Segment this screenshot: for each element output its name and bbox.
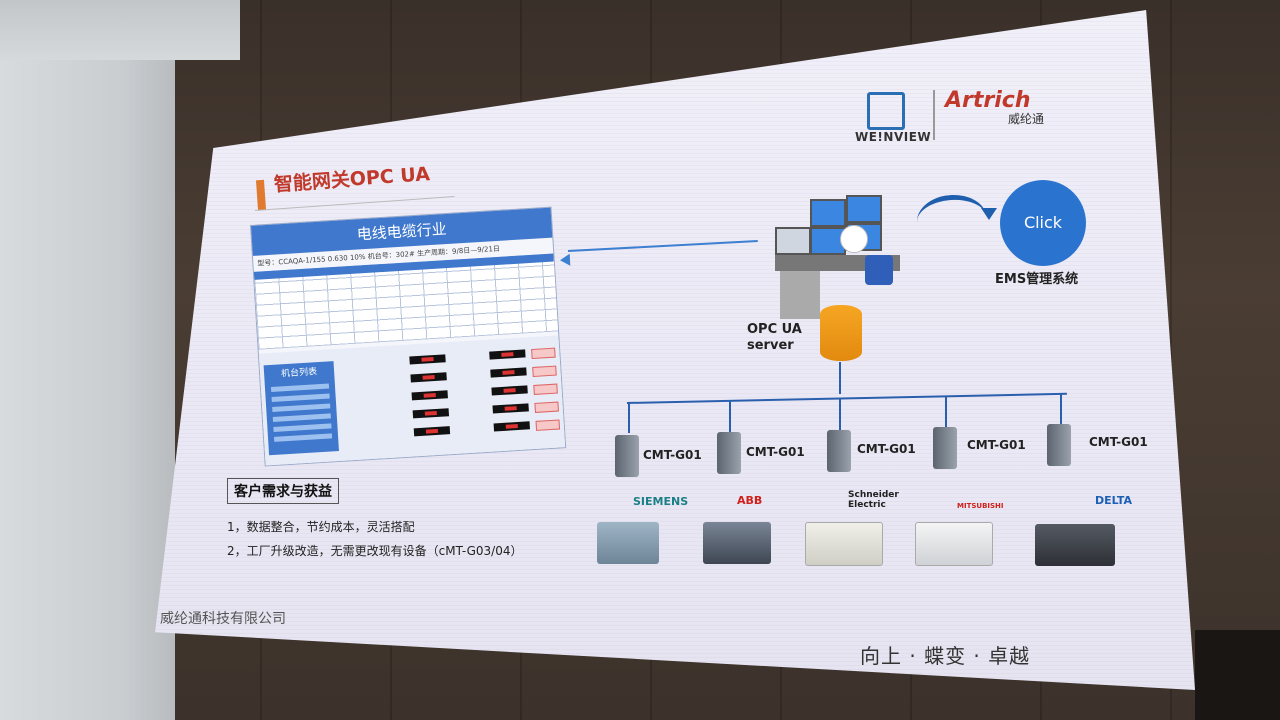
click-circle: Click	[1000, 180, 1086, 266]
network-drop	[628, 403, 630, 433]
gateway-device-icon	[827, 430, 851, 472]
network-trunk	[839, 362, 841, 394]
report-machine-panel: 机台列表	[258, 335, 566, 466]
ems-label: EMS管理系统	[995, 272, 1079, 287]
left-wall	[0, 0, 175, 720]
value-display	[413, 426, 451, 437]
opc-label-line2: server	[747, 338, 794, 353]
confirm-button	[534, 401, 559, 413]
value-display	[411, 390, 448, 401]
company-name: 威纶通科技有限公司	[160, 611, 286, 627]
needs-item: 2，工厂升级改造，无需更改现有设备（cMT-G03/04）	[227, 544, 523, 558]
plc-device-image	[597, 522, 659, 564]
desk-cabinet	[780, 271, 820, 319]
needs-title: 客户需求与获益	[227, 478, 339, 504]
machine-list-row	[272, 413, 331, 422]
operator-station-illustration	[770, 185, 910, 325]
artrich-logo-subtitle: 威纶通	[1008, 112, 1045, 126]
slogan: 向上 · 蝶变 · 卓越	[860, 644, 1031, 668]
gateway-device-icon	[615, 435, 639, 477]
machine-list: 机台列表	[263, 361, 339, 456]
opc-ua-server-label: OPC UA server	[747, 322, 802, 354]
confirm-button	[535, 419, 561, 431]
mitsubishi-logo: MITSUBISHI	[957, 502, 1004, 510]
arrow-head-icon	[559, 253, 571, 267]
gateway-label: CMT-G01	[857, 442, 916, 456]
needs-item: 1，数据整合，节约成本，灵活搭配	[227, 520, 415, 534]
machine-list-row	[272, 403, 331, 412]
weinview-logo: WE!NVIEW	[855, 130, 932, 144]
chair	[865, 255, 893, 285]
opc-label-line1: OPC UA	[747, 322, 802, 337]
abb-logo: ABB	[737, 494, 763, 507]
plc-device-image	[1035, 524, 1115, 566]
monitor-icon	[846, 195, 882, 223]
monitor-icon	[775, 227, 811, 255]
gateway-device-icon	[933, 427, 957, 469]
operator-figure	[840, 225, 868, 253]
gateway-label: CMT-G01	[1089, 435, 1148, 449]
gateway-device-icon	[717, 432, 741, 474]
network-drop	[1060, 394, 1062, 424]
value-display	[492, 403, 529, 414]
siemens-logo: SIEMENS	[633, 495, 689, 508]
machine-list-row	[273, 433, 333, 442]
plc-device-image	[915, 522, 993, 566]
network-drop	[945, 396, 947, 428]
confirm-button	[532, 365, 557, 378]
ceiling	[0, 0, 240, 60]
machine-list-row	[270, 383, 330, 393]
machine-list-title: 机台列表	[280, 367, 318, 380]
network-drop	[729, 400, 731, 432]
confirm-button	[533, 383, 558, 395]
arrow-head-icon	[981, 208, 997, 220]
plc-device-image	[805, 522, 883, 566]
value-display	[490, 367, 527, 378]
database-icon	[820, 305, 862, 361]
value-display	[491, 385, 528, 396]
delta-logo: DELTA	[1095, 494, 1132, 507]
monitor-icon	[810, 199, 846, 227]
artrich-logo: Artrich	[945, 88, 1031, 113]
value-display	[493, 421, 530, 432]
gateway-label: CMT-G01	[643, 448, 702, 462]
gateway-label: CMT-G01	[967, 438, 1026, 452]
weinview-logo-icon	[867, 92, 905, 130]
machine-list-row	[271, 393, 330, 402]
plc-device-image	[703, 522, 771, 564]
stage-edge	[1195, 630, 1280, 720]
value-display	[489, 349, 526, 360]
gateway-device-icon	[1047, 424, 1071, 466]
value-display	[412, 408, 450, 419]
report-screenshot: 电线电缆行业 型号：CCAQA-1/155 0.630 10% 机台号：302#…	[250, 206, 567, 467]
confirm-button	[531, 347, 556, 360]
gateway-label: CMT-G01	[746, 445, 805, 459]
value-display	[409, 354, 446, 365]
machine-list-row	[273, 423, 332, 432]
schneider-logo: Schneider Electric	[848, 490, 899, 510]
value-display	[410, 372, 447, 383]
network-drop	[839, 398, 841, 430]
report-table	[253, 253, 559, 350]
logo-divider	[933, 90, 935, 140]
